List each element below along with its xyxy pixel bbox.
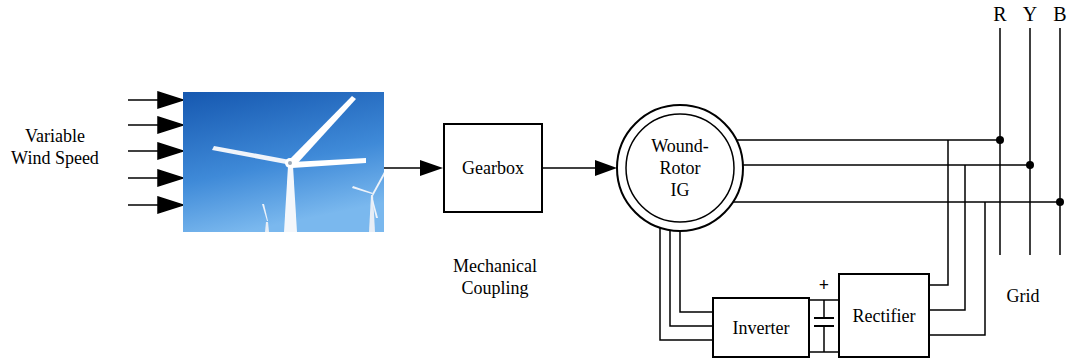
connector: [670, 230, 712, 326]
coupling-label: Mechanical Coupling: [440, 255, 550, 299]
grid-phase-line: [1059, 28, 1061, 255]
turbine-hub-center: [288, 161, 292, 165]
phase-label: R: [988, 3, 1012, 25]
node-text: Gearbox: [462, 157, 524, 179]
far-turbine-blade: [352, 186, 373, 194]
dc-rail: [810, 351, 838, 353]
turbine-hub: [285, 158, 295, 168]
turbine-tower: [284, 166, 297, 232]
stator-wire: [741, 164, 1030, 166]
generator-circle: Wound- Rotor IG: [615, 103, 745, 233]
text-holder: Rectifier: [853, 305, 916, 327]
far-turbine-blade: [371, 196, 378, 218]
capacitor-plate: [814, 317, 834, 319]
turbine-blade: [212, 146, 290, 164]
wind-arrows: [128, 92, 183, 213]
sky-background: [183, 92, 384, 232]
wind-arrow-line: [128, 124, 160, 126]
shaft-arrow-head: [420, 160, 443, 176]
connector: [810, 300, 838, 301]
far-turbine-tower: [265, 222, 269, 232]
node-text: Rectifier: [853, 305, 916, 327]
connector-line: [810, 299, 838, 301]
wind-arrow-head: [158, 143, 183, 159]
arrow-head: [595, 160, 617, 176]
wind-arrow-line: [128, 204, 160, 206]
junction-dot: [996, 136, 1004, 144]
grid-label: Grid: [993, 285, 1053, 307]
rectifier-box: Rectifier: [838, 273, 930, 358]
wind-arrow-head: [158, 117, 183, 133]
connector-line: [543, 167, 599, 169]
turbine-blade: [289, 96, 356, 166]
wind-arrow-head: [158, 92, 183, 108]
text-holder: Inverter: [733, 317, 790, 339]
far-turbine-blade: [262, 204, 268, 221]
phase-label: Y: [1018, 3, 1042, 25]
grid-side-wire: [928, 165, 965, 310]
connector-line: [670, 230, 712, 326]
rotor-wire: [660, 228, 712, 340]
wind-arrow-head: [158, 197, 183, 213]
inner-ring: [626, 114, 734, 222]
shaft-line: [384, 167, 422, 169]
node-text: Inverter: [733, 317, 790, 339]
junction-dot: [1056, 198, 1064, 206]
wind-arrow-line: [128, 150, 160, 152]
wind-arrow-line: [128, 99, 160, 101]
text-holder: Wound- Rotor IG: [636, 135, 724, 201]
turbine-picture: [183, 92, 384, 232]
node-text: Wound- Rotor IG: [636, 135, 724, 201]
inverter-box: Inverter: [712, 297, 810, 358]
grid-side-wire: [928, 202, 985, 335]
wind-arrow-head: [158, 170, 183, 186]
gearbox-box: Gearbox: [443, 123, 543, 213]
text-holder: Gearbox: [462, 157, 524, 179]
turbine-blade: [292, 158, 366, 168]
polarity-sign: +: [816, 274, 832, 296]
input-label: Variable Wind Speed: [5, 125, 105, 169]
grid-phase-line: [1029, 28, 1031, 255]
far-turbine-blade: [372, 172, 384, 196]
connector: [543, 160, 617, 176]
capacitor-lead: [823, 326, 825, 352]
wind-arrow-line: [128, 177, 160, 179]
phase-label: B: [1048, 3, 1072, 25]
capacitor-lead: [823, 300, 825, 318]
stator-wire: [731, 201, 1060, 203]
stator-wire: [735, 139, 1000, 141]
rotor-wire: [680, 230, 712, 312]
outer-ring: [617, 105, 743, 231]
junction-dot: [1026, 161, 1034, 169]
grid-side-wire: [928, 140, 948, 285]
